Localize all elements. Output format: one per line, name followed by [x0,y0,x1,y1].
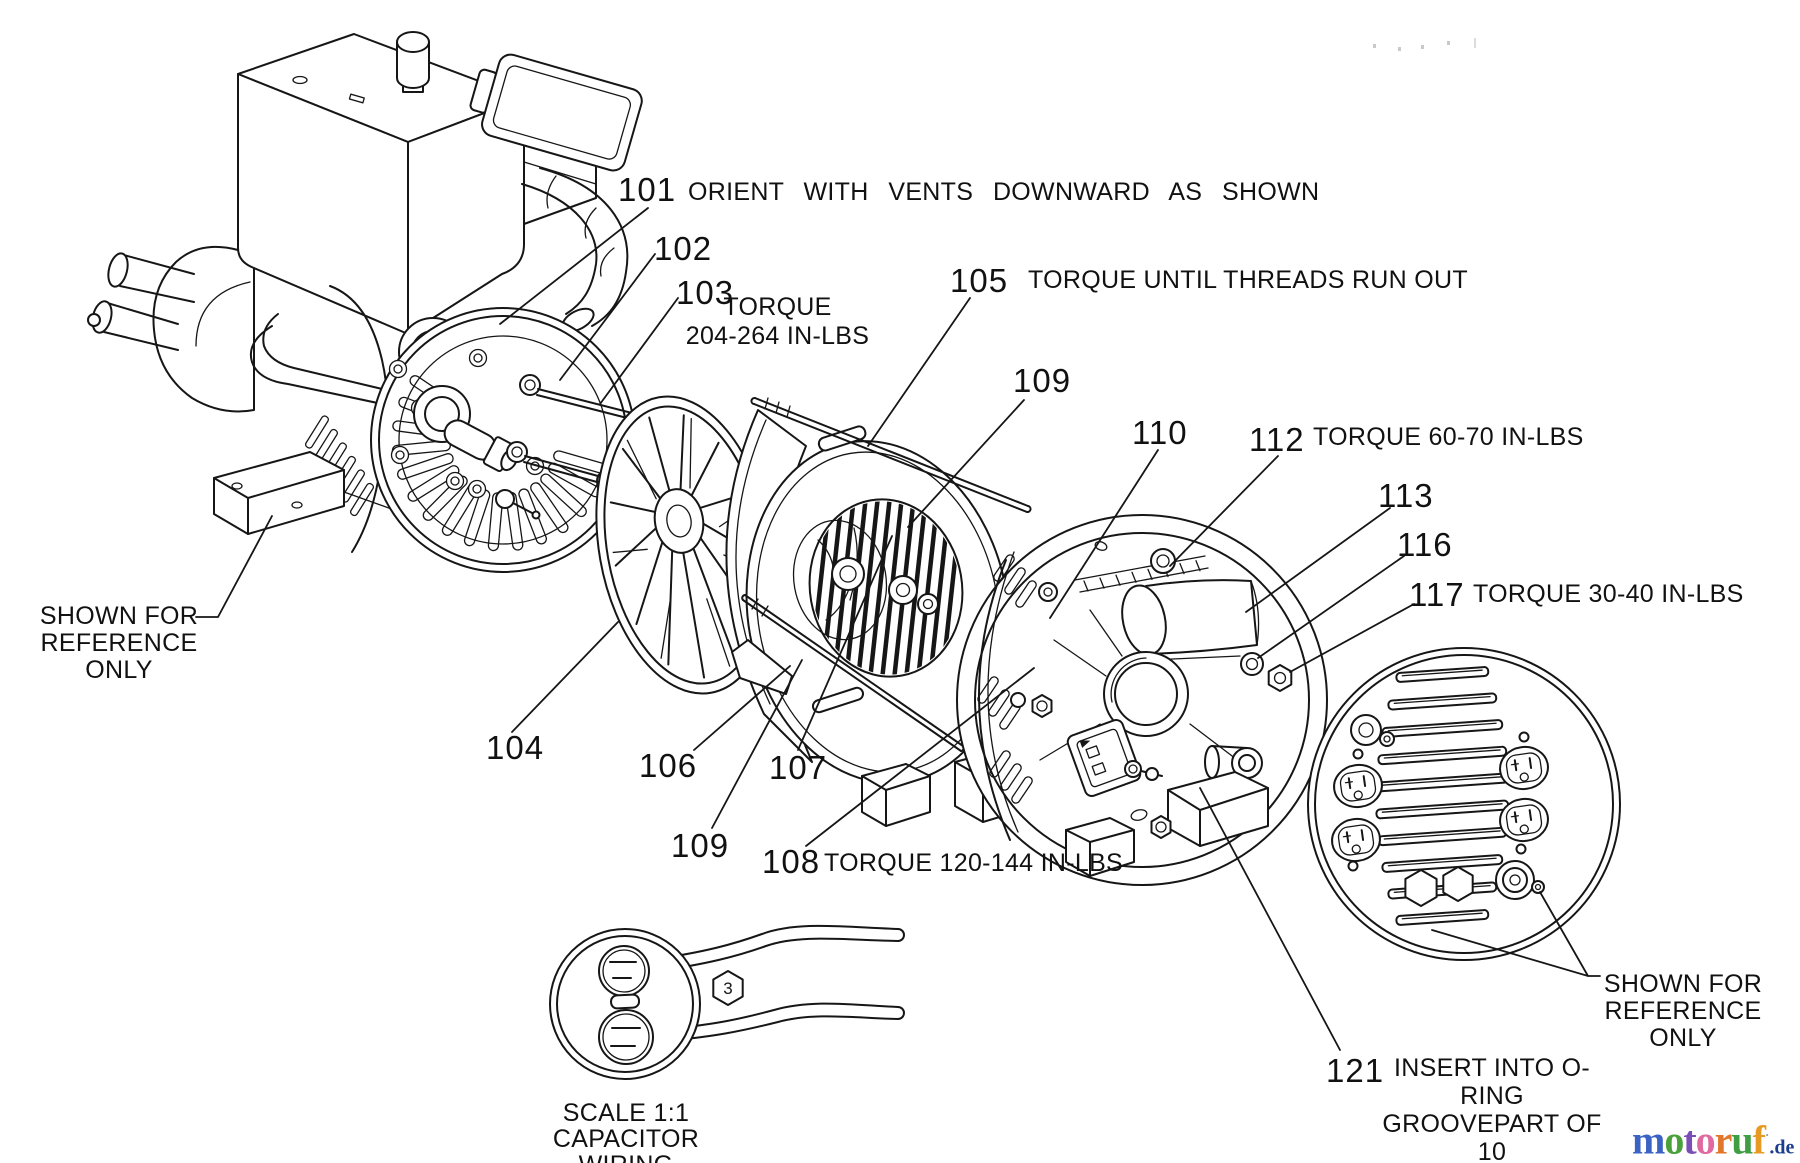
capacitor-wiring-detail: 3 [549,924,905,1080]
leader-106 [693,665,791,751]
panel-louvers [1375,666,1510,926]
callout-103-number: 103 [676,274,735,311]
handle-frame [250,313,421,413]
callout-112-number: 112 [1249,421,1305,458]
cooling-fan [595,395,775,695]
watermark-tm-dot: · [1765,1127,1770,1142]
detail-scale-label: SCALE 1:1 [562,1099,690,1127]
callout-108-number: 108 [762,843,821,880]
scan-artifact [1398,47,1401,51]
detail-title: CAPACITOR WIRING [552,1125,700,1163]
scan-artifact [1421,45,1424,49]
circuit-breaker [1066,718,1142,798]
leader-104 [511,621,619,733]
leader-116 [1257,555,1405,659]
exhaust-hose [521,167,629,333]
callout-112-note: TORQUE 60-70 IN-LBS [1313,423,1584,451]
leader-107 [797,535,893,751]
callout-121-note-line1: INSERT INTO O-RING [1394,1054,1590,1110]
oil-cap [396,31,430,93]
leader-105 [867,297,971,447]
callout-103-note: TORQUE 204-264 IN-LBS [675,293,880,351]
reference-note-right-line1: SHOWN FOR [1603,970,1763,998]
callout-121-number: 121 [1326,1052,1385,1089]
reference-note-right: SHOWN FOR REFERENCE ONLY [1582,971,1784,1052]
watermark-suffix: .de [1769,1136,1795,1159]
plate-hub [413,385,519,473]
power-receptacles [1331,745,1549,863]
capacitor [1121,579,1260,661]
leader-109b [711,659,803,829]
callout-105-note: TORQUE UNTIL THREADS RUN OUT [1028,266,1468,294]
bracket-vent-slots [977,554,1037,804]
leader-117 [1289,603,1415,673]
callout-103-note-line1: TORQUE [723,293,832,321]
callout-108-note: TORQUE 120-144 IN-LBS [824,849,1124,877]
callout-106-number: 106 [639,747,698,784]
leader-102 [559,253,656,381]
callout-104-number: 104 [486,729,545,766]
callout-113-number: 113 [1378,477,1434,514]
leader-109a [907,399,1025,528]
callout-121-note-line2: GROOVEPART OF 10 [1382,1110,1602,1163]
leader-lines [195,207,1601,1051]
callout-107-number: 107 [769,749,828,786]
callout-117-number: 117 [1409,576,1465,613]
leader-110 [1049,449,1159,619]
leader-101 [499,207,649,325]
callout-109b-number: 109 [671,827,730,864]
callout-116-number: 116 [1397,526,1453,563]
leader-112 [1169,455,1279,567]
scan-artifact [1447,41,1450,45]
reference-note-left-line1: SHOWN FOR [39,602,199,630]
callout-101-note: ORIENT WITH VENTS DOWNWARD AS SHOWN [688,178,1320,206]
leader-121 [1199,787,1341,1051]
callout-101-number: 101 [618,171,677,208]
callout-105-number: 105 [950,262,1009,299]
capacitor-terminal-marker: 3 [723,979,732,998]
plate-bolt-holes [388,348,545,499]
scan-artifact [1474,38,1476,48]
callout-102-number: 102 [654,230,713,267]
reference-note-left-line2: REFERENCE ONLY [40,629,198,684]
callout-109a-number: 109 [1013,362,1072,399]
reference-note-left: SHOWN FOR REFERENCE ONLY [16,603,222,684]
air-cleaner-box [469,53,643,172]
callout-121-note: INSERT INTO O-RING GROOVEPART OF 10 [1380,1054,1604,1163]
leader-103 [599,297,679,405]
leader-108 [805,667,1035,847]
stator-housing [725,409,1037,827]
scan-artifact [1373,44,1376,48]
callout-103-note-line2: 204-264 IN-LBS [685,322,870,350]
watermark-logo: motoruf·.de [1632,1115,1794,1163]
detail-caption: SCALE 1:1 CAPACITOR WIRING [508,1100,744,1163]
engine-pipes [87,252,195,351]
leader-113 [1245,507,1391,613]
leader-ref-right [1431,891,1601,977]
hex-hardware [712,664,1474,1006]
end-cover-panel [1307,647,1621,961]
leader-ref-left [195,515,273,618]
watermark-word: motoruf [1632,1117,1766,1163]
reset-knob [1350,714,1395,747]
callout-117-note: TORQUE 30-40 IN-LBS [1473,580,1744,608]
rear-bracket [956,514,1328,886]
callout-110-number: 110 [1132,414,1188,451]
stator-through-bolts [741,397,1032,752]
reference-note-right-line2: REFERENCE ONLY [1604,997,1762,1052]
rotor-fan [792,519,888,641]
